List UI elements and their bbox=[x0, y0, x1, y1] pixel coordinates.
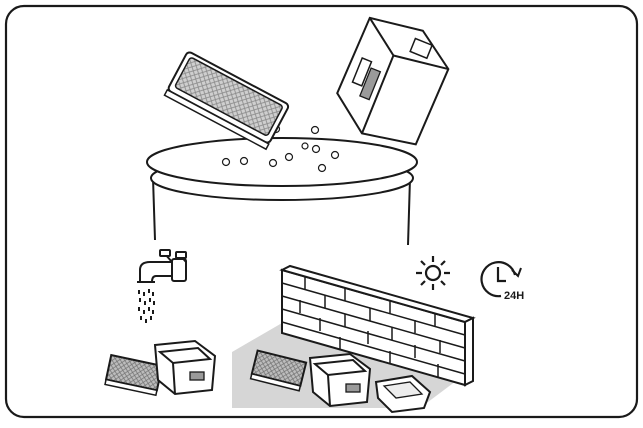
brick-wall bbox=[279, 264, 476, 387]
water-drops bbox=[138, 289, 155, 323]
brick-lines bbox=[281, 276, 466, 377]
frame-border bbox=[4, 4, 639, 419]
sun-icon bbox=[416, 256, 450, 290]
dust-box-emptying bbox=[336, 16, 450, 146]
drying-dust-box bbox=[308, 352, 372, 408]
faucet-icon bbox=[137, 249, 187, 283]
washed-dust-box bbox=[153, 339, 217, 396]
washed-filter bbox=[104, 353, 164, 397]
drying-lid bbox=[374, 374, 432, 414]
filter-tapped bbox=[163, 51, 290, 151]
trash-bin bbox=[146, 137, 418, 246]
bin-rim-upper bbox=[146, 137, 418, 187]
clock-label: 24H bbox=[504, 290, 524, 302]
drying-filter bbox=[249, 349, 308, 392]
bin-body bbox=[152, 177, 411, 246]
clock-24h-icon: 24H bbox=[480, 261, 524, 302]
